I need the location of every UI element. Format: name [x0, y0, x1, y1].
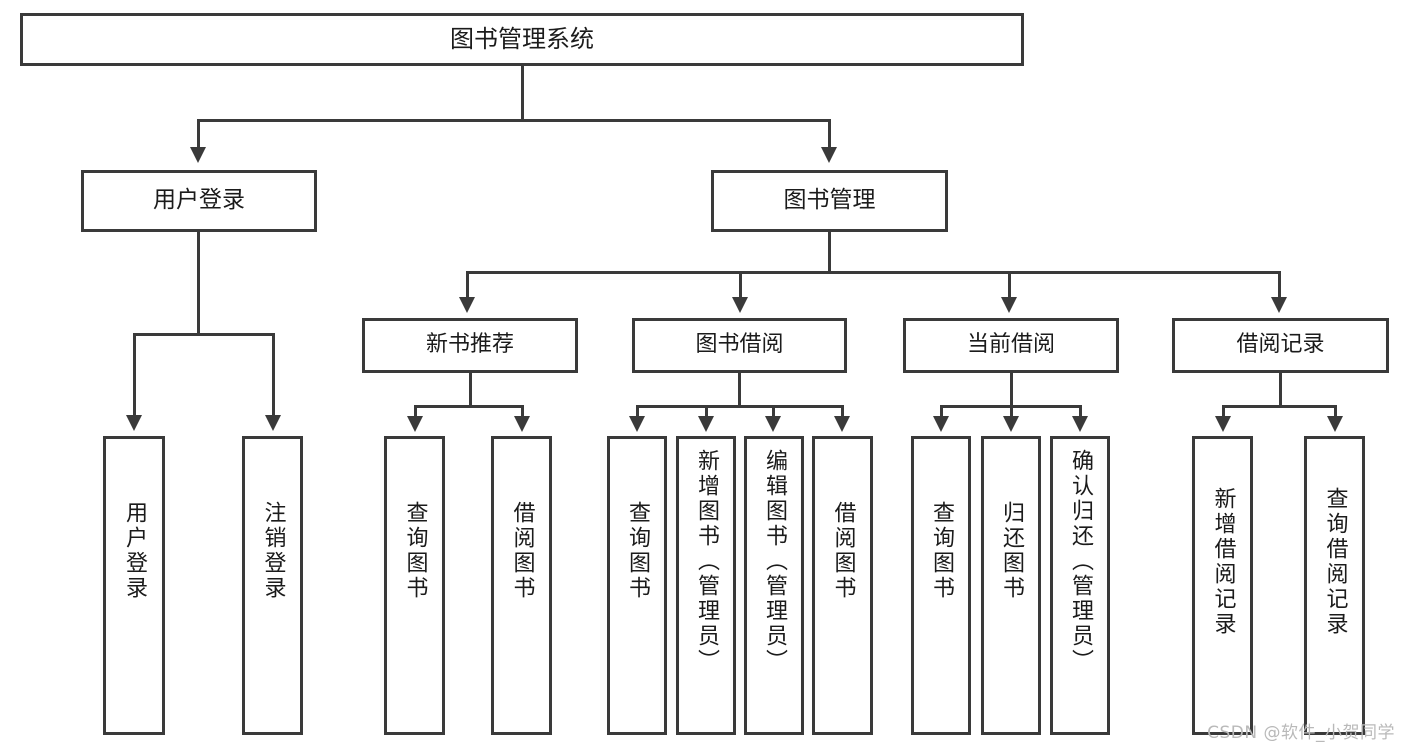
connector-drop-book-manage — [828, 119, 831, 149]
connector-drop-borrow-book-2 — [841, 405, 844, 418]
arrowhead-query-book-2 — [629, 416, 645, 432]
leaf-logout-login[interactable]: 注销登录 — [242, 436, 303, 735]
connector-drop-current-borrow — [1008, 271, 1011, 299]
connector-drop-add-book — [705, 405, 708, 418]
connector-drop-new-book — [466, 271, 469, 299]
connector-drop-borrow-record — [1278, 271, 1281, 299]
arrowhead-leaf-user-login — [126, 415, 142, 431]
connector-drop-return-book — [1010, 405, 1013, 418]
arrowhead-query-book-3 — [933, 416, 949, 432]
node-label: 图书管理 — [783, 187, 876, 214]
connector-drop-query-record — [1334, 405, 1337, 418]
node-root-system[interactable]: 图书管理系统 — [20, 13, 1024, 66]
connector-book-manage-stem — [828, 232, 831, 271]
connector-user-login-stem — [197, 232, 200, 333]
connector-book-borrow-stem — [738, 373, 741, 405]
node-label: 新增借阅记录 — [1210, 487, 1236, 637]
arrowhead-book-borrow — [732, 297, 748, 313]
leaf-add-borrow-record[interactable]: 新增借阅记录 — [1192, 436, 1253, 735]
node-borrow-record[interactable]: 借阅记录 — [1172, 318, 1389, 373]
node-label: 查询图书 — [402, 501, 428, 601]
connector-new-book-stem — [469, 373, 472, 405]
arrowhead-borrow-record — [1271, 297, 1287, 313]
connector-drop-leaf-user-login — [133, 333, 136, 417]
node-label: 查询图书 — [625, 501, 650, 601]
leaf-query-book-borrow[interactable]: 查询图书 — [607, 436, 667, 735]
node-book-borrow[interactable]: 图书借阅 — [632, 318, 847, 373]
node-label: 新书推荐 — [425, 332, 514, 358]
connector-drop-book-borrow — [739, 271, 742, 299]
connector-borrow-record-bus — [1222, 405, 1337, 408]
node-label: 图书管理系统 — [450, 25, 594, 54]
node-book-manage[interactable]: 图书管理 — [711, 170, 948, 232]
node-label: 查询图书 — [929, 501, 954, 601]
arrowhead-book-manage — [821, 147, 837, 163]
leaf-confirm-return[interactable]: 确认归还（管理员） — [1050, 436, 1110, 735]
node-label: 新增图书（管理员） — [694, 449, 719, 674]
connector-user-login-bus — [133, 333, 275, 336]
arrowhead-confirm-return — [1072, 416, 1088, 432]
arrowhead-return-book — [1003, 416, 1019, 432]
node-label: 用户登录 — [122, 501, 147, 601]
node-label: 借阅图书 — [830, 501, 856, 601]
connector-drop-query-book-1 — [414, 405, 417, 418]
connector-current-borrow-stem — [1010, 373, 1013, 405]
connector-level2-bus — [197, 119, 831, 122]
leaf-add-book[interactable]: 新增图书（管理员） — [676, 436, 736, 735]
leaf-query-borrow-record[interactable]: 查询借阅记录 — [1304, 436, 1365, 735]
arrowhead-add-book — [698, 416, 714, 432]
node-label: 借阅图书 — [509, 501, 535, 601]
node-label: 图书借阅 — [695, 332, 784, 358]
arrowhead-add-record — [1215, 416, 1231, 432]
connector-drop-edit-book — [772, 405, 775, 418]
connector-drop-leaf-logout — [272, 333, 275, 417]
node-label: 当前借阅 — [966, 332, 1055, 358]
leaf-query-book-recommend[interactable]: 查询图书 — [384, 436, 445, 735]
connector-drop-borrow-book-1 — [521, 405, 524, 418]
arrowhead-query-book-1 — [407, 416, 423, 432]
connector-borrow-record-stem — [1279, 373, 1282, 405]
leaf-return-book[interactable]: 归还图书 — [981, 436, 1041, 735]
connector-root-stem — [521, 66, 524, 119]
leaf-user-login[interactable]: 用户登录 — [103, 436, 165, 735]
connector-book-borrow-bus — [636, 405, 842, 408]
connector-drop-confirm-return — [1079, 405, 1082, 418]
leaf-borrow-book-recommend[interactable]: 借阅图书 — [491, 436, 552, 735]
leaf-edit-book[interactable]: 编辑图书（管理员） — [744, 436, 804, 735]
arrowhead-query-record — [1327, 416, 1343, 432]
node-current-borrow[interactable]: 当前借阅 — [903, 318, 1119, 373]
connector-drop-query-book-3 — [940, 405, 943, 418]
connector-level3-bus — [466, 271, 1281, 274]
node-label: 用户登录 — [153, 187, 245, 214]
connector-drop-query-book-2 — [636, 405, 639, 418]
csdn-watermark: CSDN @软件_小贺同学 — [1207, 723, 1395, 743]
connector-new-book-bus — [414, 405, 524, 408]
connector-drop-add-record — [1222, 405, 1225, 418]
arrowhead-current-borrow — [1001, 297, 1017, 313]
node-label: 归还图书 — [999, 501, 1024, 601]
arrowhead-borrow-book-1 — [514, 416, 530, 432]
node-new-book-recommend[interactable]: 新书推荐 — [362, 318, 578, 373]
node-user-login[interactable]: 用户登录 — [81, 170, 317, 232]
node-label: 编辑图书（管理员） — [762, 449, 787, 674]
node-label: 查询借阅记录 — [1322, 487, 1348, 637]
connector-drop-user-login — [197, 119, 200, 149]
arrowhead-leaf-logout — [265, 415, 281, 431]
leaf-query-book-current[interactable]: 查询图书 — [911, 436, 971, 735]
arrowhead-new-book — [459, 297, 475, 313]
arrowhead-user-login — [190, 147, 206, 163]
leaf-borrow-book-borrow[interactable]: 借阅图书 — [812, 436, 873, 735]
arrowhead-borrow-book-2 — [834, 416, 850, 432]
node-label: 借阅记录 — [1236, 332, 1325, 358]
node-label: 注销登录 — [260, 501, 286, 601]
arrowhead-edit-book — [765, 416, 781, 432]
node-label: 确认归还（管理员） — [1068, 449, 1093, 674]
